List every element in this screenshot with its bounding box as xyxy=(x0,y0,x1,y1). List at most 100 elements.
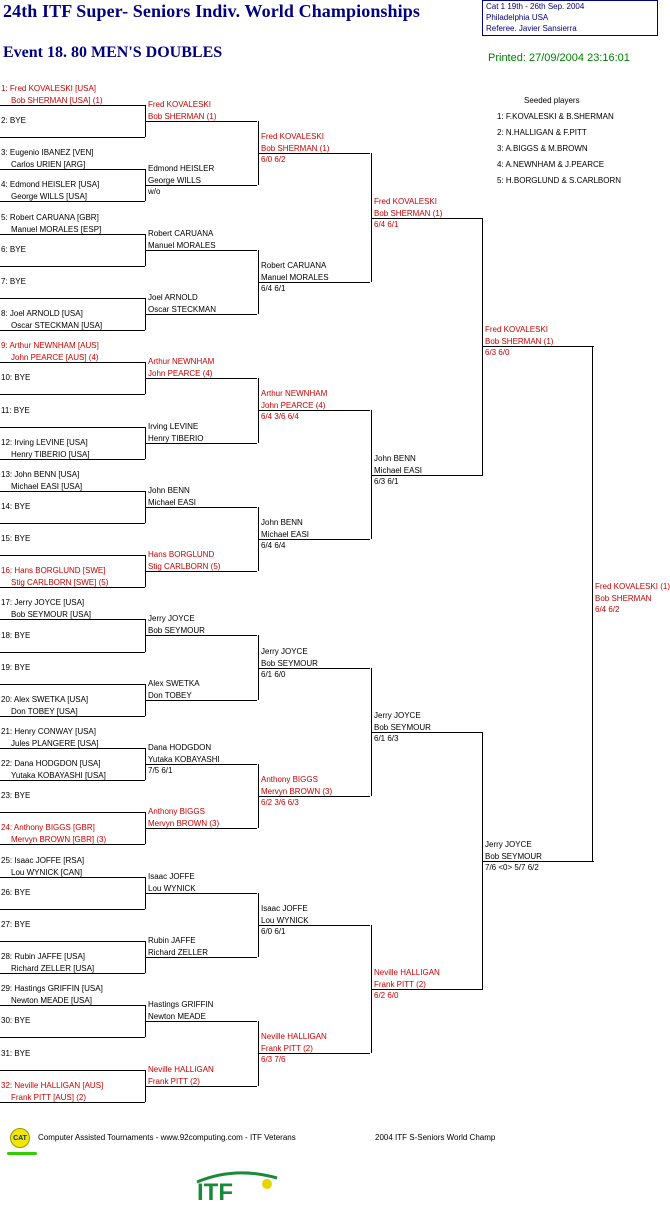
r2-winner-line1: Hans BORGLUND xyxy=(148,550,215,560)
r3-winner-line2: Mervyn BROWN (3) xyxy=(261,787,333,797)
bracket-line xyxy=(258,378,259,443)
bracket-line xyxy=(145,892,257,894)
bracket-line xyxy=(482,346,594,348)
bracket-line xyxy=(145,121,257,123)
bracket-line xyxy=(0,844,145,846)
printed-timestamp: Printed: 27/09/2004 23:16:01 xyxy=(488,52,630,64)
bracket-line xyxy=(482,217,483,475)
bracket-line xyxy=(0,780,145,782)
bracket-line xyxy=(0,490,145,492)
r2-winner-line1: Joel ARNOLD xyxy=(148,292,198,302)
r1-entry-line2: Michael EASI [USA] xyxy=(11,481,83,491)
bracket-line xyxy=(145,506,257,508)
bracket-line xyxy=(258,281,370,283)
r1-entry-line1: 22: Dana HODGDON [USA] xyxy=(1,759,101,769)
bracket-line xyxy=(0,105,145,106)
bracket-line xyxy=(145,1085,257,1087)
r2-winner-line1: Edmond HEISLER xyxy=(148,164,215,174)
bracket-line xyxy=(145,699,257,701)
r4-score: 6/1 6/3 xyxy=(374,733,399,743)
r1-entry-line2: Oscar STECKMAN [USA] xyxy=(11,321,103,331)
r1-entry-line2: Mervyn BROWN [GBR] (3) xyxy=(11,835,107,845)
r2-winner-line1: Robert CARUANA xyxy=(148,228,214,238)
bracket-line xyxy=(0,330,145,332)
bracket-line xyxy=(258,764,259,829)
r1-entry-line1: 16: Hans BORGLUND [SWE] xyxy=(1,566,106,576)
r1-entry-line1: 17: Jerry JOYCE [USA] xyxy=(1,598,85,608)
footer-event-name: 2004 ITF S-Seniors World Champ xyxy=(375,1133,496,1142)
r2-winner-line1: Dana HODGDON xyxy=(148,743,212,753)
r1-entry-line1: 32: Neville HALLIGAN [AUS] xyxy=(1,1080,104,1090)
bracket-line xyxy=(0,1005,145,1007)
r1-entry-line1: 21: Henry CONWAY [USA] xyxy=(1,727,96,736)
r1-entry-line1: 24: Anthony BIGGS [GBR] xyxy=(1,823,95,833)
r1-entry-line2: Lou WYNICK [CAN] xyxy=(11,867,83,877)
r2-winner-line1: Hastings GRIFFIN xyxy=(148,1000,214,1010)
r3-winner-line1: Fred KOVALESKI xyxy=(261,132,324,142)
r1-entry-line1: 13: John BENN [USA] xyxy=(1,469,80,479)
r2-winner-line1: Irving LEVINE xyxy=(148,421,199,431)
r3-winner-line1: Robert CARUANA xyxy=(261,260,327,270)
r1-entry-line1: 11: BYE xyxy=(1,405,30,415)
bracket-line xyxy=(0,876,145,878)
seed-entry: 1: F.KOVALESKI & B.SHERMAN xyxy=(497,112,614,121)
r2-winner-line2: Mervyn BROWN (3) xyxy=(148,819,220,829)
bracket-line xyxy=(0,940,145,942)
bracket-line xyxy=(145,876,146,909)
r2-winner-line2: Richard ZELLER xyxy=(148,947,209,957)
info-location: Philadelphia USA xyxy=(486,13,549,22)
r1-entry-line1: 15: BYE xyxy=(1,534,31,544)
r1-entry-line1: 10: BYE xyxy=(1,373,31,383)
bracket-line xyxy=(258,1021,259,1086)
r3-score: 6/4 6/4 xyxy=(261,541,286,551)
bracket-line xyxy=(145,313,257,315)
r1-entry-line1: 5: Robert CARUANA [GBR] xyxy=(1,212,99,222)
r5-score: 6/3 6/0 xyxy=(485,348,510,358)
r1-entry-line1: 1: Fred KOVALESKI [USA] xyxy=(1,84,96,93)
bracket-line xyxy=(145,764,257,766)
r2-winner-line2: Manuel MORALES xyxy=(148,240,216,250)
r2-winner-line2: Bob SHERMAN (1) xyxy=(148,112,217,122)
r1-entry-line2: Manuel MORALES [ESP] xyxy=(11,224,102,234)
bracket-line xyxy=(145,297,146,331)
r4-winner-line2: Frank PITT (2) xyxy=(374,980,426,990)
r3-winner-line2: Frank PITT (2) xyxy=(261,1044,313,1054)
r2-winner-line2: George WILLS xyxy=(148,176,201,186)
r1-entry-line1: 7: BYE xyxy=(1,276,26,286)
r4-winner-line2: Bob SHERMAN (1) xyxy=(374,208,443,218)
r2-winner-line1: Alex SWETKA xyxy=(148,678,200,688)
r1-entry-line2: Jules PLANGERE [USA] xyxy=(11,739,99,748)
bracket-line xyxy=(0,748,145,749)
bracket-line xyxy=(0,715,145,717)
bracket-line xyxy=(145,249,257,251)
r3-score: 6/0 6/2 xyxy=(261,155,286,165)
bracket-line xyxy=(0,265,145,267)
info-category-dates: Cat 1 19th - 26th Sep. 2004 xyxy=(486,2,585,11)
r5-winner-line2: Bob SEYMOUR xyxy=(485,851,542,861)
bracket-line xyxy=(258,153,370,155)
r1-entry-line1: 6: BYE xyxy=(1,244,26,254)
r4-winner-line1: Neville HALLIGAN xyxy=(374,968,440,978)
r1-entry-line2: Henry TIBERIO [USA] xyxy=(11,449,90,459)
itf-logo-text: ITF xyxy=(197,1179,233,1205)
r1-entry-line1: 31: BYE xyxy=(1,1048,31,1058)
bracket-line xyxy=(0,297,145,299)
bracket-line xyxy=(0,201,145,203)
bracket-line xyxy=(145,828,257,830)
bracket-line xyxy=(0,619,145,621)
r6-score: 6/4 6/2 xyxy=(595,605,620,615)
r4-score: 6/3 6/1 xyxy=(374,476,399,486)
bracket-line xyxy=(145,490,146,523)
r2-winner-line2: Frank PITT (2) xyxy=(148,1076,200,1086)
r6-winner-line2: Bob SHERMAN xyxy=(595,594,652,604)
bracket-line xyxy=(145,169,146,202)
r2-winner-line1: John BENN xyxy=(148,485,190,495)
bracket-line xyxy=(145,956,257,958)
bracket-line xyxy=(0,169,145,171)
bracket-line xyxy=(145,185,257,187)
bracket-line xyxy=(371,924,372,1054)
r4-winner-line1: John BENN xyxy=(374,453,416,463)
r4-winner-line1: Jerry JOYCE xyxy=(374,710,421,720)
cat-logo-underline xyxy=(7,1152,37,1155)
r4-score: 6/2 6/0 xyxy=(374,991,399,1001)
